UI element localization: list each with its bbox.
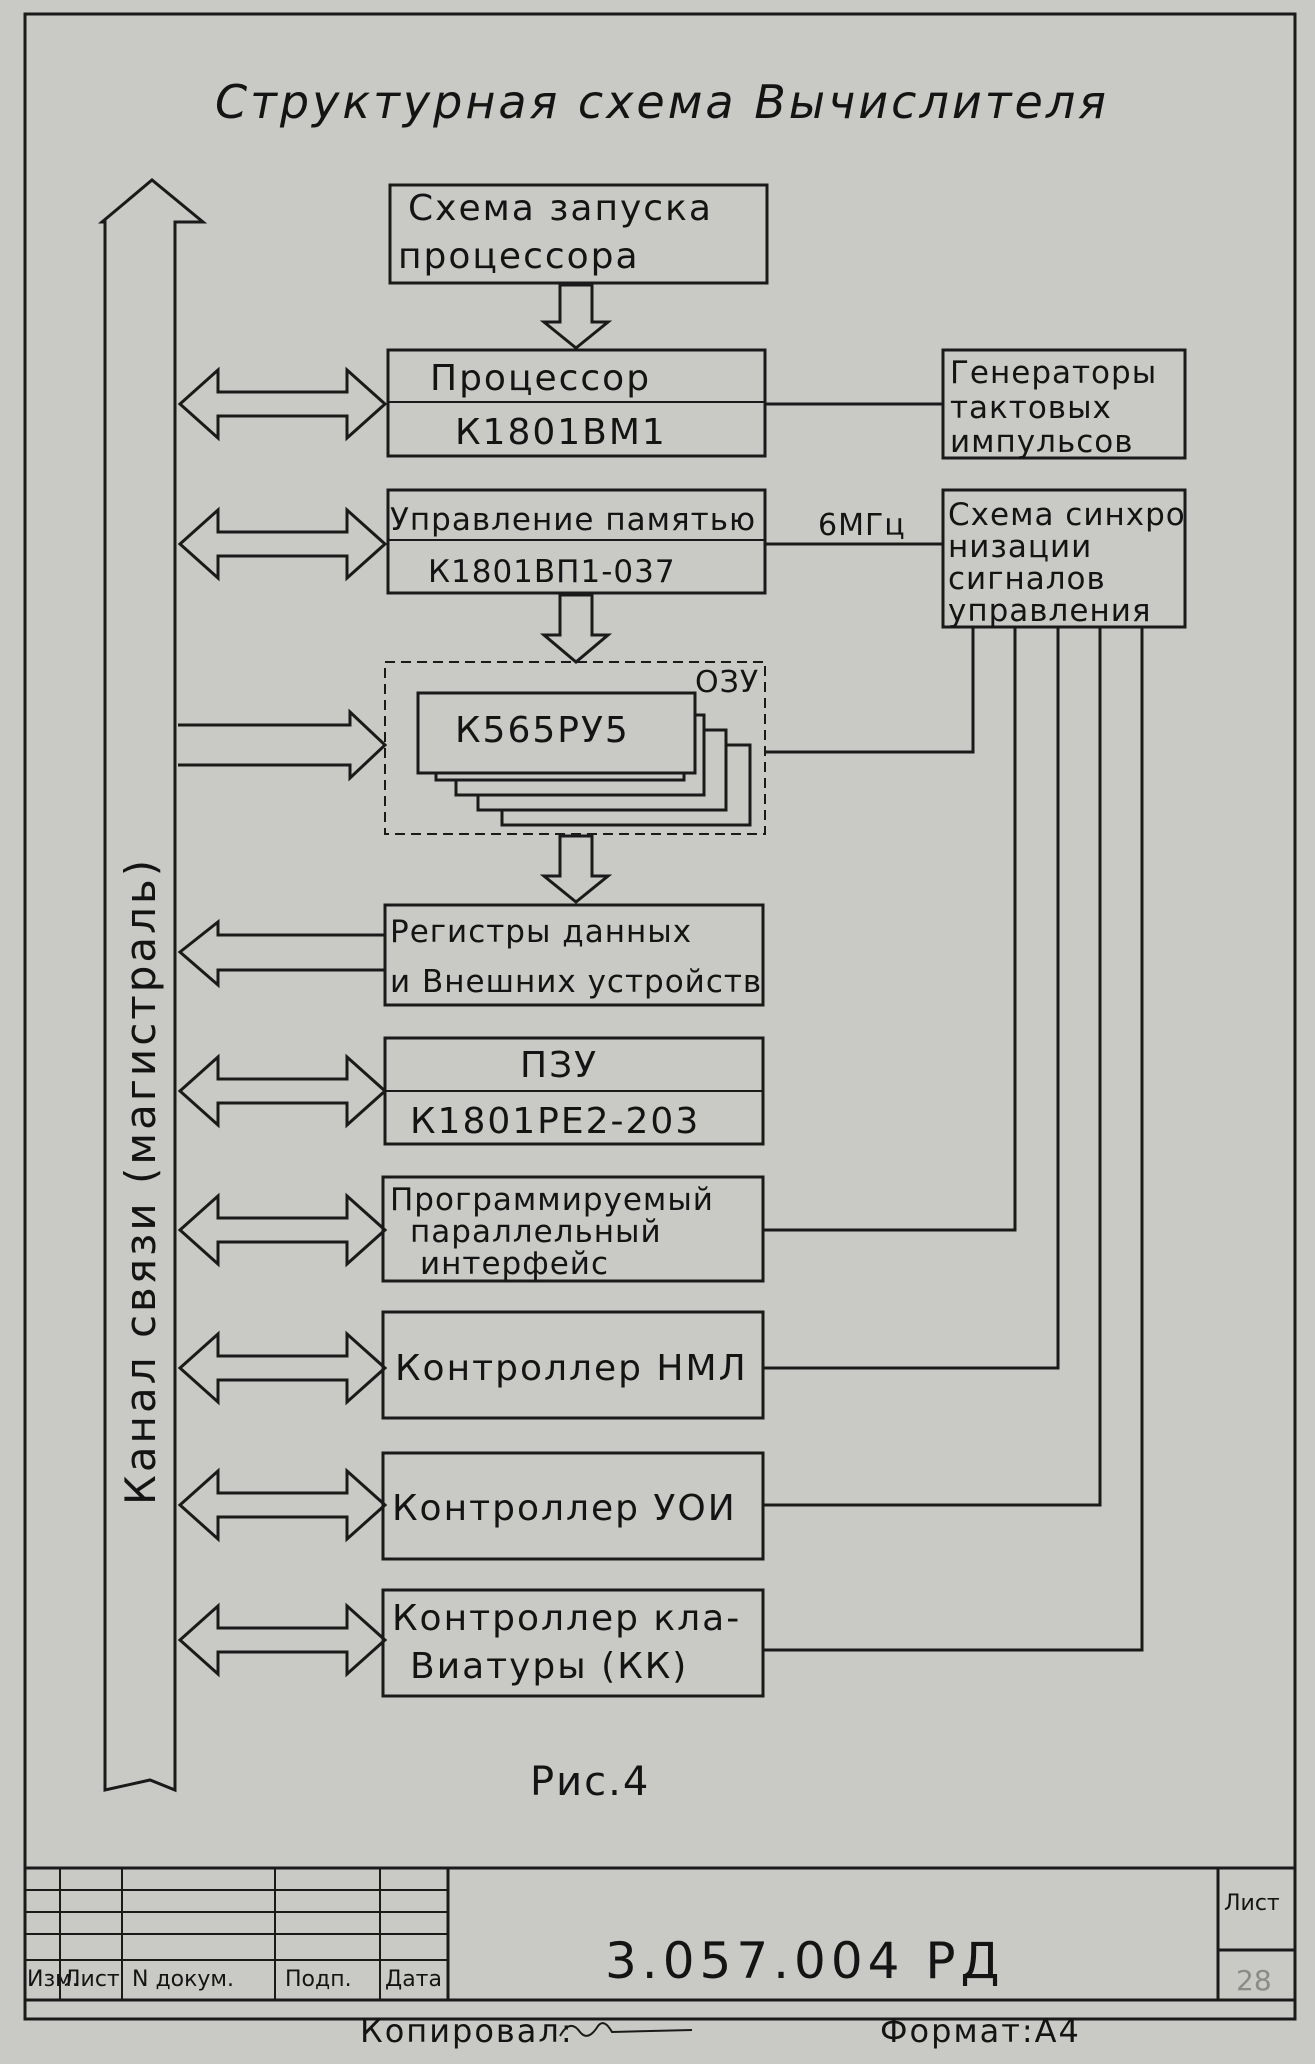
bus-rom-arrow — [177, 1053, 388, 1129]
column-sheet: Лист — [64, 1967, 120, 1992]
page-title: Структурная схема Вычислителя — [215, 75, 1109, 129]
frequency-label: 6МГц — [818, 508, 906, 543]
bus-label: Канал связи (магистраль) — [116, 857, 165, 1505]
registers-box — [383, 903, 765, 1007]
ram-block — [384, 661, 766, 835]
clock-line-1: Генераторы — [950, 355, 1157, 391]
bus-ppi-arrow — [177, 1192, 388, 1268]
memory-control-box — [386, 488, 767, 595]
copied-by-label: Копировал: — [360, 2012, 574, 2050]
processor-name: Процессор — [430, 358, 651, 399]
keyboard-controller-line-2: Виатуры (КК) — [410, 1646, 688, 1687]
ppi-line-2: параллельный — [410, 1214, 662, 1250]
sync-circuit-box — [941, 488, 1187, 629]
column-doc-number: N докум. — [132, 1967, 234, 1992]
registers-to-bus-arrow — [177, 918, 385, 989]
sync-to-display-line — [763, 627, 1102, 1507]
column-change: Изм. — [27, 1967, 79, 1992]
bus-memory-control-arrow — [177, 506, 388, 582]
registers-line-1: Регистры данных — [390, 914, 692, 950]
figure-caption: Рис.4 — [530, 1759, 650, 1805]
drawing-frame — [23, 12, 1297, 2021]
ram-chip-box — [416, 691, 697, 775]
title-block — [25, 1866, 1295, 2002]
sync-to-ram-line — [765, 627, 975, 754]
bus-to-ram-arrow — [178, 708, 388, 782]
clock-line-2: тактовых — [950, 390, 1112, 426]
startup-circuit-box — [388, 183, 769, 285]
sync-to-ppi-line — [763, 627, 1017, 1232]
sync-to-tape-line — [763, 627, 1060, 1370]
sheet-label: Лист — [1224, 1891, 1280, 1916]
keyboard-controller-line-1: Контроллер кла- — [392, 1598, 741, 1639]
bus-cpu-arrow — [177, 366, 388, 442]
memory-control-name: Управление памятью — [390, 502, 756, 538]
format-label: Формат:А4 — [880, 2012, 1081, 2050]
startup-to-cpu-arrow — [539, 283, 613, 350]
copier-signature — [559, 2022, 693, 2037]
rom-part: К1801РЕ2-203 — [410, 1101, 700, 1142]
ram-chip-label: К565РУ5 — [455, 710, 630, 751]
sync-line-4: управления — [948, 593, 1152, 629]
ppi-line-3: интерфейс — [420, 1246, 609, 1282]
sync-line-3: сигналов — [948, 561, 1106, 597]
clock-line-3: импульсов — [950, 424, 1134, 460]
sync-to-keyboard-line — [763, 627, 1144, 1652]
rom-name: ПЗУ — [520, 1045, 598, 1086]
tape-controller-label: Контроллер НМЛ — [395, 1348, 748, 1389]
sync-line-1: Схема синхро — [948, 497, 1186, 533]
ram-to-registers-arrow — [539, 834, 613, 904]
memory-control-part: К1801ВП1-037 — [428, 554, 676, 590]
bus-display-controller-arrow — [177, 1467, 388, 1543]
column-signature: Подп. — [285, 1967, 352, 1992]
memctl-to-ram-arrow — [539, 593, 613, 664]
bidirectional-arrows — [177, 366, 388, 1678]
bus-arrow — [97, 178, 208, 1793]
document-number: 3.057.004 РД — [605, 1932, 1005, 1990]
startup-line-2: процессора — [398, 236, 640, 277]
bus-tape-controller-arrow — [177, 1330, 388, 1406]
sync-line-2: низации — [948, 529, 1092, 565]
sheet-number: 28 — [1236, 1964, 1272, 1997]
ram-label: ОЗУ — [695, 665, 759, 700]
registers-line-2: и Внешних устройств — [390, 964, 762, 1000]
startup-line-1: Схема запуска — [408, 188, 713, 229]
column-date: Дата — [385, 1967, 442, 1992]
sync-control-lines — [763, 627, 1144, 1652]
display-controller-label: Контроллер УОИ — [392, 1488, 737, 1529]
bus-keyboard-controller-arrow — [177, 1602, 388, 1678]
processor-part: К1801ВМ1 — [455, 412, 667, 453]
ppi-line-1: Программируемый — [390, 1182, 714, 1218]
